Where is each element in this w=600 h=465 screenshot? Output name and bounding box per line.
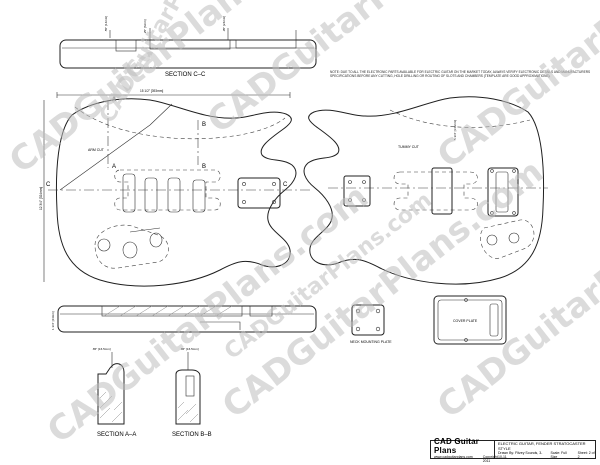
title-block-info-cell: ELECTRIC GUITAR, FENDER STRATOCASTER STY…	[495, 440, 595, 459]
dim-side-thickness: 1 3/4" [44mm]	[51, 311, 55, 330]
scale: Scale: Full Size	[550, 450, 567, 459]
electronics-note: NOTE: DUE TO ALL THE ELECTRONIC PARTS AV…	[330, 70, 591, 78]
section-bb-view	[175, 352, 201, 425]
section-aa-view	[97, 352, 125, 425]
brand-name: CAD Guitar Plans	[434, 436, 480, 455]
neck-plate-label: NECK MOUNTING PLATE	[350, 340, 392, 344]
dim-aa: .65" [16.5mm]	[92, 347, 111, 351]
neck-mounting-plate	[351, 304, 385, 336]
arm-cut-label: ARM CUT	[88, 148, 105, 152]
brand-subline: www.cadguitarplans.com Copyright 2011	[434, 454, 498, 463]
sheet-number: Sheet: 2 of 2	[577, 450, 595, 459]
section-aa-label: SECTION A–A	[97, 432, 136, 438]
section-marker-a-bottom: A	[112, 164, 116, 170]
back-body-view	[303, 96, 548, 285]
dim-body-height: 12 3/4" [324mm]	[39, 187, 43, 210]
dim-bb: .65" [16.5mm]	[180, 347, 199, 351]
section-marker-c-left: C	[46, 182, 51, 188]
drawing-title: ELECTRIC GUITAR, FENDER STRATOCASTER STY…	[498, 440, 586, 451]
section-marker-c-right: C	[283, 182, 288, 188]
section-bb-label: SECTION B–B	[172, 432, 212, 438]
drawing-meta: Drawn By: Fitzey Sounds, 3-10-11 Scale: …	[498, 451, 595, 459]
dim-back: 5 3/4" [146mm]	[453, 120, 457, 140]
side-body-view	[57, 305, 317, 333]
cover-plate-label: COVER PLATE	[453, 319, 478, 323]
website-text: www.cadguitarplans.com	[434, 454, 473, 459]
drawn-by: Drawn By: Fitzey Sounds, 3-10-11	[498, 450, 543, 459]
cover-plate	[433, 295, 507, 345]
front-body-view	[48, 98, 312, 287]
section-marker-a-top: A	[112, 97, 116, 103]
section-marker-b-bottom: B	[202, 164, 206, 170]
tummy-cut-label: TUMMY CUT	[398, 145, 420, 149]
dim-cc-3: .95" [24mm]	[222, 16, 226, 32]
dim-body-length: 15 1/2" [393mm]	[140, 89, 163, 93]
dim-cc-1: .55" [14mm]	[104, 16, 108, 32]
section-cc-label: SECTION C–C	[165, 72, 206, 78]
dim-cc-2: .25" [6mm]	[143, 19, 147, 34]
section-marker-b-top: B	[202, 122, 206, 128]
title-block-brand-cell: CAD Guitar Plans www.cadguitarplans.com …	[431, 437, 498, 463]
section-cc-view	[59, 28, 317, 69]
title-block: CAD Guitar Plans www.cadguitarplans.com …	[430, 437, 596, 463]
